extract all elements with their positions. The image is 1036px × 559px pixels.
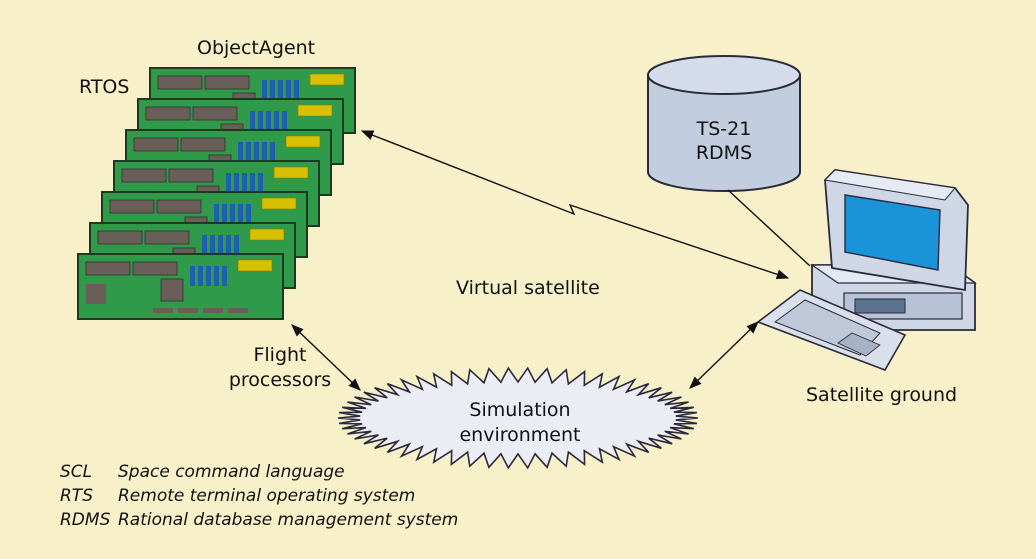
connector-pin — [246, 142, 251, 162]
connector-pin — [222, 204, 227, 224]
connector-pin — [266, 111, 271, 131]
connector-pin — [278, 80, 283, 100]
connector-pin — [254, 142, 259, 162]
connector-pin — [230, 204, 235, 224]
connector-pin — [226, 173, 231, 193]
rtos-label: RTOS — [79, 76, 130, 98]
legend-abbr: RTS — [60, 486, 93, 506]
connector-pin — [250, 111, 255, 131]
gold-contact — [261, 197, 297, 210]
connector-pin — [153, 308, 173, 313]
connector-pin — [190, 266, 195, 286]
connector-pin — [270, 80, 275, 100]
connector-pin — [234, 235, 239, 255]
chip-icon — [86, 284, 106, 304]
gold-contact — [285, 135, 321, 148]
sim-to-ground-link — [689, 321, 759, 389]
connector-pin — [202, 235, 207, 255]
chip-icon — [145, 106, 191, 121]
connector-pin — [222, 266, 227, 286]
virtual-satellite-link — [360, 130, 790, 280]
connector-pin — [210, 235, 215, 255]
chip-icon — [121, 168, 167, 183]
database-label: TS-21 RDMS — [695, 118, 753, 164]
connector-pin — [258, 173, 263, 193]
chip-icon — [156, 199, 202, 214]
flight-processor-boards — [77, 67, 356, 320]
connector-pin — [228, 308, 248, 313]
connector-pin — [214, 266, 219, 286]
connector-pin — [206, 266, 211, 286]
chip-icon — [157, 75, 203, 90]
legend-definition: Rational database management system — [118, 510, 459, 530]
chip-icon — [109, 199, 155, 214]
database-link — [727, 189, 811, 267]
connector-pin — [218, 235, 223, 255]
flight-processors-label: Flight processors — [228, 344, 332, 391]
legend-definition: Remote terminal operating system — [118, 486, 416, 506]
connector-pin — [242, 173, 247, 193]
gold-contact — [249, 228, 285, 241]
virtual-satellite-label: Virtual satellite — [456, 277, 600, 299]
gold-contact — [309, 73, 345, 86]
legend-row-scl: SCL Space command language — [60, 464, 345, 481]
computer-workstation-icon — [756, 169, 977, 371]
connector-pin — [226, 235, 231, 255]
chip-icon — [132, 261, 178, 276]
chip-icon — [97, 230, 143, 245]
object-agent-label: ObjectAgent — [197, 37, 316, 59]
connector-pin — [294, 80, 299, 100]
connector-pin — [282, 111, 287, 131]
chip-icon — [204, 75, 250, 90]
legend-abbr: RDMS — [60, 510, 111, 530]
legend-row-rts: RTS Remote terminal operating system — [60, 488, 415, 505]
connector-pin — [262, 142, 267, 162]
legend-row-rdms: RDMS Rational database management system — [60, 512, 458, 529]
gold-contact — [237, 259, 273, 272]
flight-to-sim-link — [291, 324, 361, 391]
connector-lines — [291, 130, 811, 391]
legend-abbr: SCL — [60, 462, 93, 482]
simulation-environment-cloud — [337, 366, 699, 470]
chip-icon — [168, 168, 214, 183]
connector-pin — [246, 204, 251, 224]
connector-pin — [274, 111, 279, 131]
processor-chip-icon — [160, 278, 184, 302]
connector-pin — [286, 80, 291, 100]
connector-pin — [238, 204, 243, 224]
chip-icon — [85, 261, 131, 276]
connector-pin — [234, 173, 239, 193]
chip-icon — [133, 137, 179, 152]
connector-pin — [258, 111, 263, 131]
legend-definition: Space command language — [118, 462, 345, 482]
gold-contact — [297, 104, 333, 117]
flight-processor-board — [77, 253, 284, 320]
connector-pin — [198, 266, 203, 286]
chip-icon — [144, 230, 190, 245]
connector-pin — [262, 80, 267, 100]
connector-pin — [203, 308, 223, 313]
chip-icon — [180, 137, 226, 152]
connector-pin — [238, 142, 243, 162]
satellite-ground-label: Satellite ground — [806, 384, 958, 406]
connector-pin — [270, 142, 275, 162]
gold-contact — [273, 166, 309, 179]
simulation-environment-label: Simulation environment — [459, 399, 581, 446]
chip-icon — [192, 106, 238, 121]
connector-pin — [178, 308, 198, 313]
connector-pin — [250, 173, 255, 193]
connector-pin — [214, 204, 219, 224]
